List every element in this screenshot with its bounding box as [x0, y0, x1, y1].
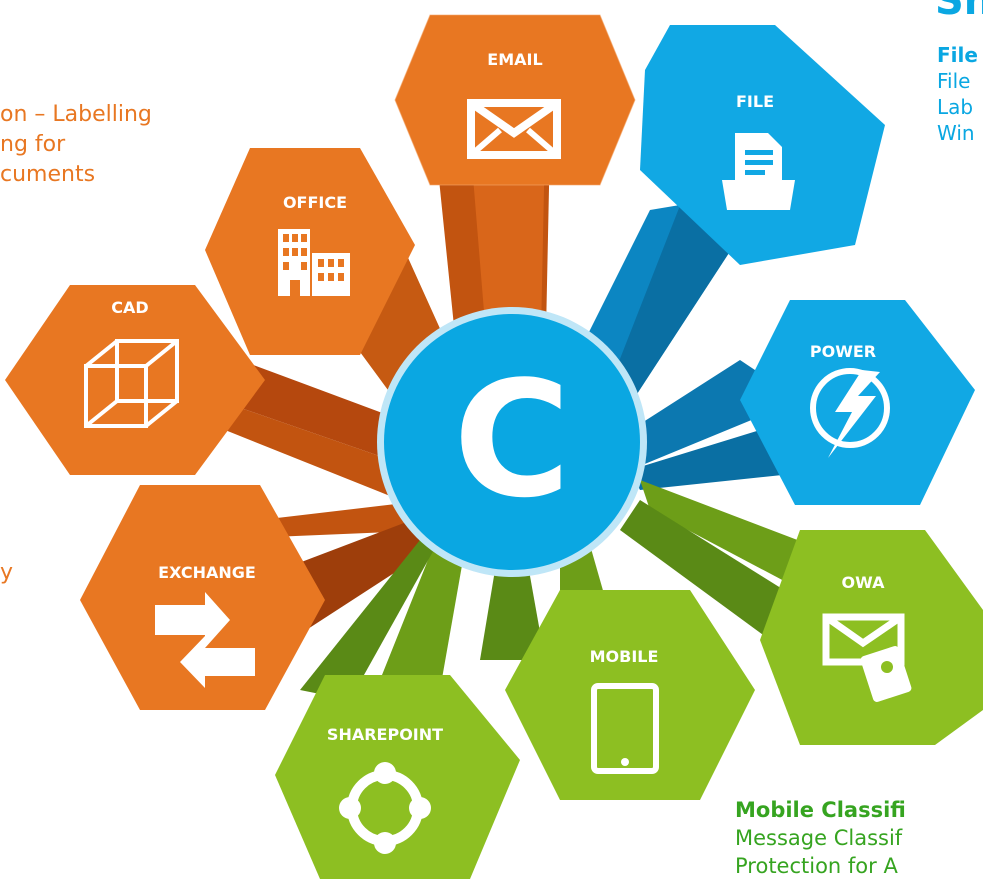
envelope-icon — [467, 99, 561, 159]
file-text-line: File — [937, 69, 971, 93]
exchange-label: EXCHANGE — [158, 563, 256, 582]
power-label: POWER — [810, 342, 876, 361]
document-folder-icon — [722, 133, 795, 210]
file-petal[interactable]: FILE — [640, 25, 885, 265]
file-label: FILE — [736, 92, 774, 111]
lightning-icon — [810, 368, 890, 458]
bottom-heading: Mobile Classifi — [735, 798, 906, 822]
file-text-line: Lab — [937, 95, 974, 119]
building-icon — [278, 229, 350, 296]
bottom-text-line: Protection for A — [735, 854, 898, 878]
cube-icon — [84, 339, 179, 428]
mobile-petal[interactable]: MOBILE — [505, 590, 755, 800]
left-text-line: ng for — [0, 132, 66, 157]
office-label: OFFICE — [283, 193, 347, 212]
sharepoint-icon — [339, 762, 431, 854]
exchange-arrows-icon — [155, 592, 255, 688]
office-petal[interactable]: OFFICE — [205, 148, 415, 355]
tablet-icon — [591, 683, 659, 774]
bottom-text-block: Mobile Classifi Message Classif Protecti… — [735, 796, 906, 880]
hub-letter: C — [453, 346, 570, 533]
left-text-line: on – Labelling — [0, 102, 152, 127]
left-mid-text: y — [0, 560, 14, 585]
file-text-line: Win — [937, 121, 975, 145]
top-right-heading: Sh — [935, 0, 983, 24]
left-text-line: cuments — [0, 162, 96, 187]
bottom-text-line: Message Classif — [735, 826, 903, 850]
file-text-block: File File Lab Win — [937, 42, 978, 146]
hub: C — [377, 307, 647, 577]
sharepoint-petal[interactable]: SHAREPOINT — [275, 675, 520, 879]
owa-label: OWA — [842, 573, 886, 592]
file-heading: File — [937, 43, 978, 67]
exchange-petal[interactable]: EXCHANGE — [80, 485, 325, 710]
left-text-block: on – Labelling ng for cuments — [0, 100, 152, 190]
envelope-lock-icon — [822, 613, 912, 702]
email-label: EMAIL — [487, 50, 542, 69]
power-petal[interactable]: POWER — [740, 300, 975, 505]
email-petal[interactable]: EMAIL — [394, 14, 636, 186]
owa-petal[interactable]: OWA — [760, 530, 983, 745]
cad-label: CAD — [111, 298, 148, 317]
sharepoint-label: SHAREPOINT — [327, 725, 443, 744]
cad-petal[interactable]: CAD — [5, 285, 265, 475]
mobile-label: MOBILE — [590, 647, 659, 666]
